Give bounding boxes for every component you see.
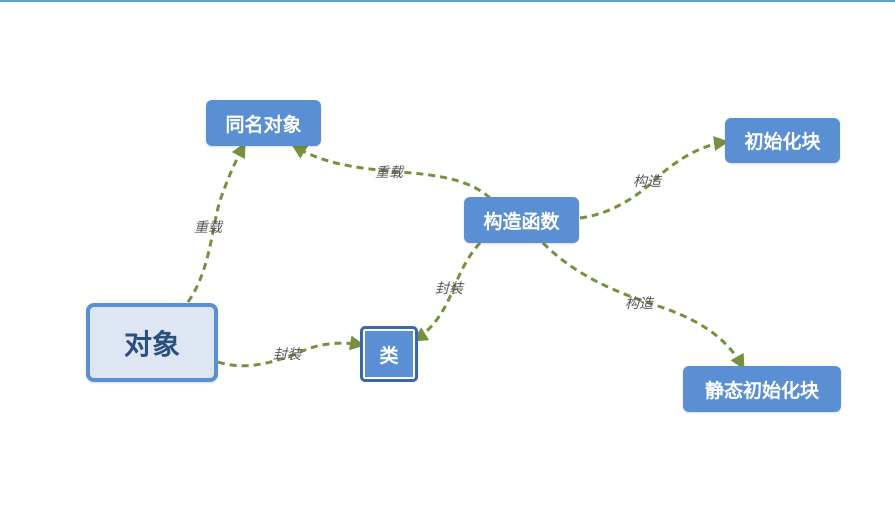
node-init-block[interactable]: 初始化块 [725,118,840,163]
edge-object-to-class [217,335,365,368]
edge-label-constructor-to-same-name: 重载 [375,165,405,181]
node-class[interactable]: 类 [360,326,418,382]
node-same-name-object[interactable]: 同名对象 [206,100,321,146]
node-object[interactable]: 对象 [86,303,218,382]
edge-constructor-to-init-block [579,136,729,220]
node-static-init-block-label: 静态初始化块 [704,379,819,402]
node-constructor-label: 构造函数 [483,210,560,233]
edge-label-object-to-same-name: 重载 [194,220,224,236]
edge-constructor-to-same-name [291,144,492,200]
node-object-label: 对象 [123,327,180,361]
node-same-name-object-label: 同名对象 [225,113,302,136]
edge-label-constructor-to-init-block: 构造 [633,174,663,190]
node-class-label: 类 [379,344,399,367]
node-init-block-label: 初始化块 [744,131,821,153]
edge-object-to-same-name [186,142,246,303]
node-constructor[interactable]: 构造函数 [464,197,579,243]
edge-label-object-to-class: 封装 [273,347,303,363]
edge-label-constructor-to-static-init-block: 构造 [625,296,655,312]
top-border [0,0,895,2]
node-static-init-block[interactable]: 静态初始化块 [683,366,841,412]
edge-constructor-to-static-init-block [541,241,745,370]
edge-label-constructor-to-class: 封装 [435,281,465,297]
